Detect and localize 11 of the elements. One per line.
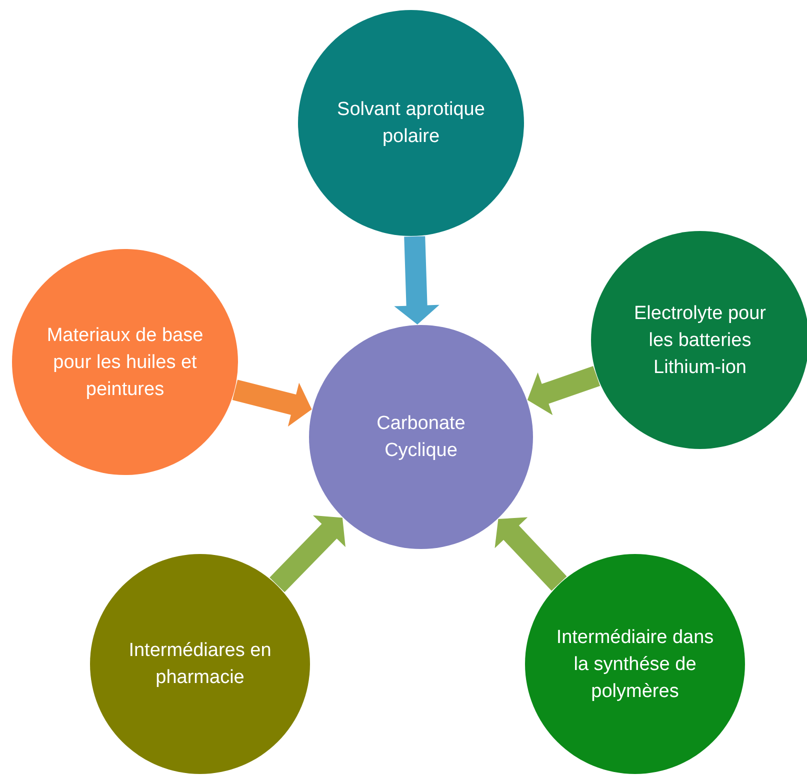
node-label: Intermédiaire dans la synthése de polymères <box>555 626 715 704</box>
node-label: Electrolyte pour les batteries Lithium-ion <box>632 302 767 380</box>
node-label: Intermédiares en pharmacie <box>128 639 272 690</box>
block-arrow <box>268 514 347 594</box>
block-arrow <box>493 516 568 592</box>
block-arrow <box>391 235 442 326</box>
node-label: Solvant aprotique polaire <box>336 98 486 149</box>
block-arrow <box>231 378 314 430</box>
node-label: Materiaux de base pour les huiles et peintures <box>46 324 204 402</box>
node-label: Carbonate Cyclique <box>376 412 466 463</box>
block-arrow <box>526 364 602 418</box>
